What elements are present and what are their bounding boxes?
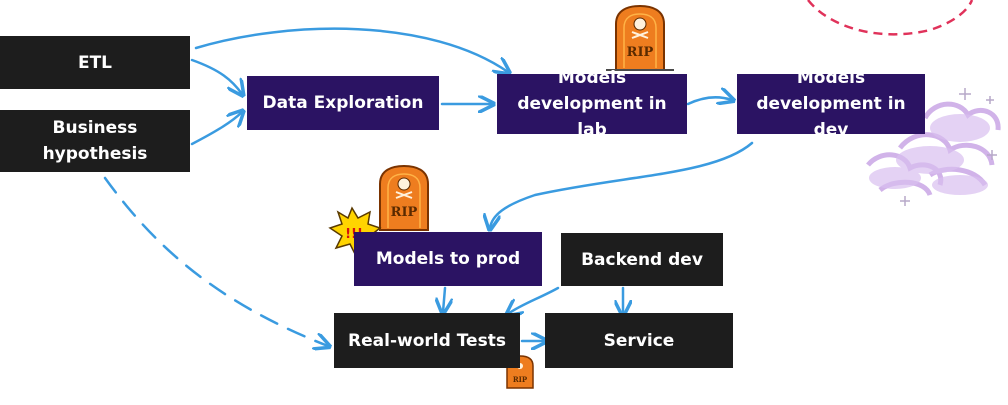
models-to-prod-node: Models to prod xyxy=(354,232,542,286)
rip-label: RIP xyxy=(391,205,418,220)
models-dev-dev-node: Models development in dev xyxy=(737,68,925,140)
etl-node: ETL xyxy=(0,36,190,89)
decor-circle xyxy=(807,0,974,36)
arrow-prod-to-tests xyxy=(443,286,445,312)
models-dev-lab-node: Models development in lab xyxy=(497,68,687,140)
arrow-lab-to-dev xyxy=(686,97,732,104)
rip-label: RIP xyxy=(513,375,528,384)
skull-icon xyxy=(631,17,649,39)
tombstone-icon: RIP xyxy=(606,4,674,71)
rip-label: RIP xyxy=(627,45,654,60)
tombstone-icon: RIP xyxy=(379,164,429,231)
arrow-dev-to-prod xyxy=(490,141,754,228)
service-node: Service xyxy=(545,313,733,368)
backend-dev-node: Backend dev xyxy=(561,233,723,286)
arrow-hypothesis-to-tests xyxy=(103,176,328,346)
skull-icon xyxy=(395,177,413,199)
data-exploration-node: Data Exploration xyxy=(247,76,439,130)
arrow-etl-to-exploration xyxy=(190,58,242,94)
business-hypothesis-node: Business hypothesis xyxy=(0,110,190,172)
arrow-hypothesis-to-exploration xyxy=(190,112,242,146)
arrow-backend-to-tests xyxy=(508,286,560,314)
sparkle-icon xyxy=(900,88,997,206)
real-world-tests-node: Real-world Tests xyxy=(334,313,520,368)
arrow-etl-to-lab xyxy=(194,27,508,72)
